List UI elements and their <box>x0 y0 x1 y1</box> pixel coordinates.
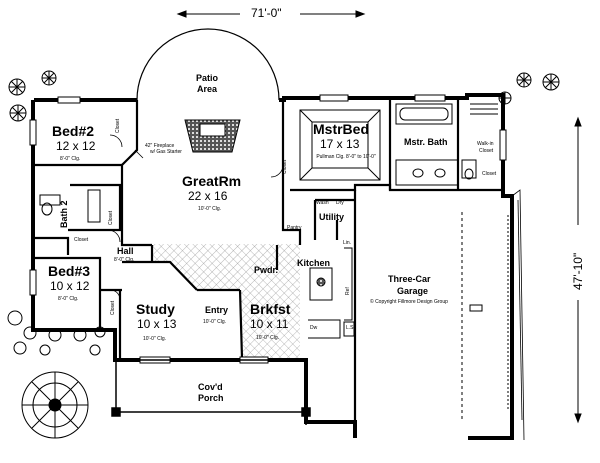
master-bed-size: 17 x 13 <box>320 137 360 151</box>
tree <box>21 371 89 439</box>
master-closet-label: Closet <box>282 159 288 174</box>
great-room-ceiling: 10'-0" Clg. <box>198 206 222 212</box>
linen-label: Lin. <box>343 240 352 246</box>
bed2-closet-label: Closet <box>115 118 121 133</box>
bed2-size: 12 x 12 <box>56 139 96 153</box>
master-bed-label: MstrBed <box>313 121 370 137</box>
garage-sublabel: Garage <box>397 286 429 296</box>
great-room-label: GreatRm <box>182 173 242 189</box>
dryer-label: Dry <box>336 200 344 206</box>
patio-label: Patio <box>196 73 219 83</box>
refrigerator-label: Ref <box>345 287 351 295</box>
garage-label: Three-Car <box>388 274 431 284</box>
porch <box>111 359 311 425</box>
kitchen-island <box>308 247 355 339</box>
fireplace-note-line1: 42" Fireplace <box>145 143 175 149</box>
porch-label: Cov'd <box>198 382 223 392</box>
dishwasher-label: Dw <box>310 325 318 331</box>
hall-ceiling: 8'-0" Clg. <box>114 257 135 263</box>
powder-label: Pwdr. <box>254 265 279 275</box>
breakfast-label: Brkfst <box>250 301 291 317</box>
garage-hedge <box>511 189 525 441</box>
bed3-label: Bed#3 <box>48 263 91 279</box>
fireplace-note-line2: w/ Gas Starter <box>150 149 182 155</box>
bed3-closet-label: Closet <box>74 237 89 243</box>
porch-sublabel: Porch <box>198 393 224 403</box>
pantry-label: Pantry <box>287 225 302 231</box>
garage-doors <box>461 212 509 420</box>
bed3-size: 10 x 12 <box>50 279 90 293</box>
study-label: Study <box>136 301 175 317</box>
washer-label: Wash <box>316 200 329 206</box>
master-bed-ceiling <box>299 109 381 181</box>
master-bath-closet-label: Closet <box>482 171 497 177</box>
bath2-fixtures <box>39 189 101 223</box>
breakfast-ceiling: 10'-0" Clg. <box>256 335 280 341</box>
patio-sublabel: Area <box>197 84 218 94</box>
broom-closet-label: L.S. <box>346 325 355 331</box>
great-room-size: 22 x 16 <box>188 189 228 203</box>
overall-width-label: 71'-0" <box>251 6 282 20</box>
bed3-ceiling: 8'-0" Clg. <box>58 296 79 302</box>
width-dimension-line <box>176 10 366 18</box>
entry-label: Entry <box>205 305 229 315</box>
walk-in-closet-label: Walk-in <box>477 141 494 147</box>
closet-doors <box>107 134 284 301</box>
hall-label: Hall <box>117 246 134 256</box>
study-closet-label: Closet <box>110 300 116 315</box>
study-size: 10 x 13 <box>137 317 177 331</box>
bath2-label: Bath 2 <box>59 200 69 228</box>
fireplace <box>184 119 241 153</box>
study-ceiling: 10'-0" Clg. <box>143 336 167 342</box>
tile-floor <box>152 244 300 358</box>
overall-depth-label: 47'-10" <box>571 252 585 290</box>
bed2-ceiling: 8'-0" Clg. <box>60 156 81 162</box>
kitchen-label: Kitchen <box>297 258 331 268</box>
bed2-label: Bed#2 <box>52 123 95 139</box>
master-bath-fixtures <box>395 103 498 186</box>
walk-in-closet-sublabel: Closet <box>479 148 494 154</box>
breakfast-size: 10 x 11 <box>250 317 289 331</box>
landscape-shrubs <box>7 70 560 356</box>
copyright-notice: © Copyright Fillmore Design Group <box>370 299 448 305</box>
master-bath-label: Mstr. Bath <box>404 137 448 147</box>
hall-closet-label: Closet <box>108 210 114 225</box>
master-bed-ceiling: Pullman Clg. 8'-0" to 10'-0" <box>316 154 376 160</box>
utility-label: Utility <box>319 212 345 222</box>
depth-dimension-line <box>574 116 582 424</box>
patio-arc <box>136 28 280 101</box>
entry-ceiling: 10'-0" Clg. <box>203 319 227 325</box>
